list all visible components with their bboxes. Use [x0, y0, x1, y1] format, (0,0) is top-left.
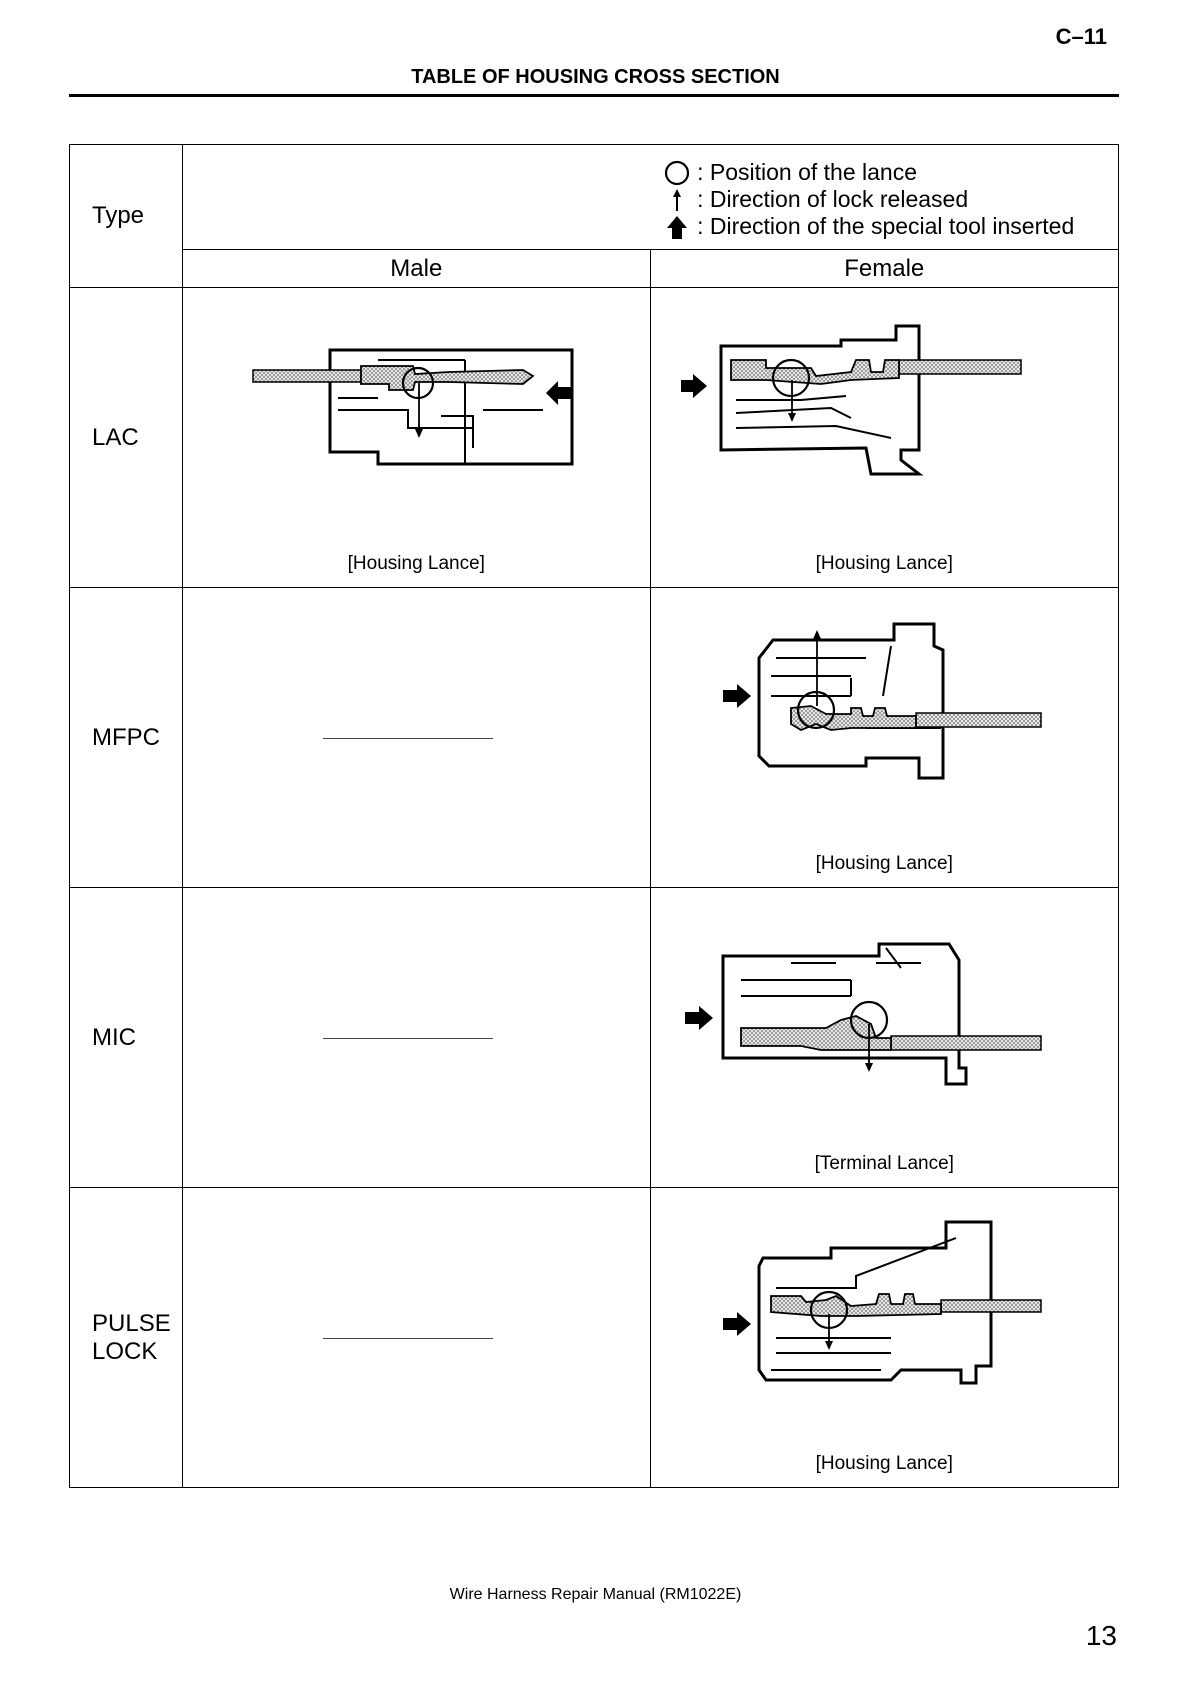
legend-label: : Position of the lance — [697, 159, 918, 185]
pulse-lock-female-diagram — [722, 1220, 1042, 1385]
lac-female-cell: [Housing Lance] — [649, 287, 1120, 588]
type-lock-label: LOCK — [92, 1337, 158, 1365]
bold-arrow-up-icon — [663, 213, 691, 240]
page-number: 13 — [1085, 1620, 1117, 1651]
legend-item: : Direction of the special tool inserted — [663, 213, 1074, 240]
not-applicable-line — [323, 1337, 494, 1339]
mic-female-diagram — [684, 942, 1042, 1086]
footer-manual: Wire Harness Repair Manual (RM1022E) — [449, 1586, 742, 1603]
type-mic: MIC — [68, 887, 184, 1188]
type-pulse-lock: PULSE LOCK — [68, 1187, 184, 1488]
male-header: Male — [182, 249, 651, 288]
lac-female-caption: [Housing Lance] — [815, 553, 953, 574]
circle-icon — [663, 159, 691, 186]
pulse-lock-male-cell — [182, 1187, 651, 1488]
type-mfpc: MFPC — [68, 587, 184, 888]
type-pulse-label: PULSE — [92, 1309, 171, 1337]
lac-male-caption: [Housing Lance] — [347, 553, 485, 574]
page-title: TABLE OF HOUSING CROSS SECTION — [411, 66, 780, 88]
not-applicable-line — [323, 1037, 494, 1039]
lac-female-diagram — [680, 324, 1022, 476]
lac-male-cell: [Housing Lance] — [182, 287, 651, 588]
housing-table: Type : Position of the lance : Direction… — [68, 144, 1120, 1488]
mfpc-female-cell: [Housing Lance] — [649, 587, 1120, 888]
mic-female-caption: [Terminal Lance] — [814, 1153, 954, 1174]
title-rule — [69, 94, 1119, 97]
mic-female-cell: [Terminal Lance] — [649, 887, 1120, 1188]
mfpc-female-caption: [Housing Lance] — [815, 853, 953, 874]
legend-item: : Position of the lance — [663, 159, 1074, 186]
legend-cell: : Position of the lance : Direction of l… — [182, 144, 1119, 250]
thin-arrow-up-icon — [663, 186, 691, 213]
type-lac: LAC — [68, 287, 184, 588]
female-header: Female — [649, 249, 1120, 288]
legend-label: : Direction of the special tool inserted — [697, 213, 1075, 239]
mfpc-female-diagram — [722, 622, 1042, 780]
mfpc-male-cell — [182, 587, 651, 888]
legend-label: : Direction of lock released — [697, 186, 969, 212]
type-header: Type — [68, 144, 184, 288]
legend: : Position of the lance : Direction of l… — [663, 159, 1074, 240]
pulse-lock-female-caption: [Housing Lance] — [815, 1453, 953, 1474]
mic-male-cell — [182, 887, 651, 1188]
lac-male-diagram — [252, 348, 574, 466]
pulse-lock-female-cell: [Housing Lance] — [649, 1187, 1120, 1488]
not-applicable-line — [323, 737, 494, 739]
legend-item: : Direction of lock released — [663, 186, 1074, 213]
page-code: C–11 — [1055, 24, 1107, 49]
